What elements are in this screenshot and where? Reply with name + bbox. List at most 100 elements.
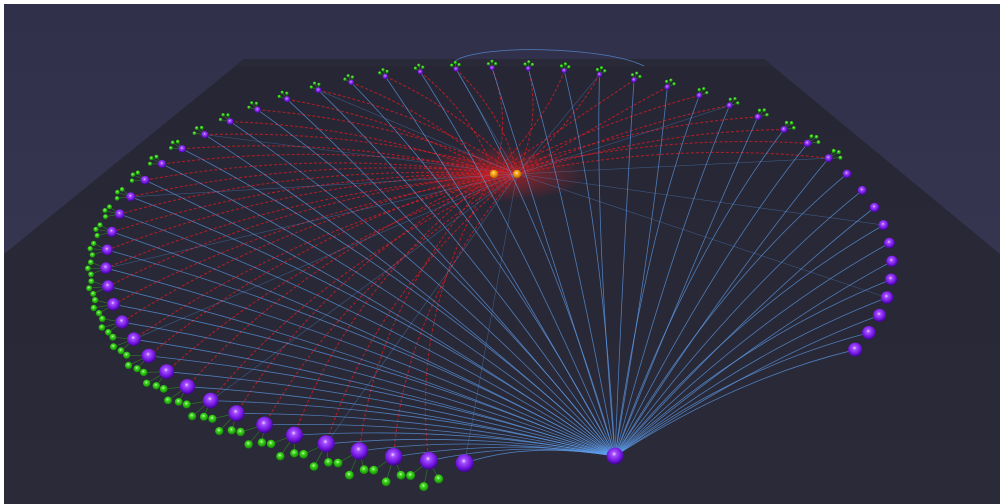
blue-edge	[614, 87, 668, 457]
green-node	[87, 246, 93, 252]
blue-edge	[598, 74, 616, 457]
purple-node	[201, 131, 209, 139]
red-edge	[493, 70, 565, 175]
blue-edge	[187, 386, 616, 457]
green-node	[250, 101, 254, 105]
blue-edge	[105, 173, 518, 269]
blue-edge	[326, 438, 616, 457]
green-node	[194, 126, 199, 130]
green-node	[277, 94, 281, 99]
purple-node	[803, 139, 812, 148]
red-edge	[111, 173, 518, 233]
green-node	[257, 438, 267, 447]
green-node	[765, 113, 769, 117]
blue-edge	[516, 105, 730, 175]
graph-viewport[interactable]	[4, 4, 1000, 504]
blue-edge	[419, 71, 616, 457]
green-node	[814, 135, 819, 139]
green-node	[99, 315, 106, 323]
red-edge	[516, 74, 600, 175]
red-edge	[133, 173, 518, 340]
purple-node	[284, 96, 291, 103]
green-node	[143, 379, 151, 387]
purple-node	[857, 185, 867, 195]
purple-node	[696, 92, 703, 99]
green-node	[130, 172, 136, 177]
green-node	[838, 155, 843, 160]
green-node	[672, 82, 676, 86]
blue-edge	[111, 231, 616, 457]
green-node	[107, 204, 112, 210]
blue-edge	[614, 129, 785, 457]
green-node	[123, 351, 131, 359]
red-edge	[166, 173, 518, 373]
red-edge	[358, 173, 495, 452]
purple-node	[780, 126, 788, 134]
green-node	[175, 139, 180, 144]
purple-node	[382, 73, 388, 80]
green-node	[762, 108, 766, 112]
green-node	[227, 426, 236, 435]
blue-edge	[464, 173, 518, 464]
green-node	[638, 75, 642, 79]
green-node	[312, 81, 317, 85]
red-edge	[204, 133, 518, 175]
blue-edge	[286, 99, 616, 457]
blue-edge	[133, 173, 518, 340]
green-node	[378, 71, 382, 75]
green-node	[169, 146, 173, 150]
green-node	[149, 156, 154, 161]
blue-edge	[453, 49, 645, 67]
green-node	[453, 60, 457, 65]
purple-node	[115, 315, 129, 329]
green-node	[705, 91, 709, 95]
purple-node	[100, 262, 112, 275]
green-node	[266, 439, 276, 449]
purple-node	[106, 226, 118, 238]
red-edge	[210, 173, 518, 401]
green-node	[199, 125, 204, 130]
green-node	[792, 126, 796, 130]
ring-nodes	[100, 65, 898, 473]
blue-edge	[133, 338, 616, 457]
green-node	[669, 78, 673, 82]
purple-node	[455, 454, 474, 473]
green-node	[285, 91, 289, 95]
green-node	[419, 482, 429, 492]
red-edge	[148, 173, 495, 357]
green-node	[457, 63, 461, 67]
blue-edge	[614, 224, 884, 457]
blue-edge	[614, 79, 635, 457]
green-node	[174, 398, 183, 406]
red-edge	[393, 173, 518, 457]
red-edge	[493, 116, 758, 175]
green-node	[406, 471, 416, 480]
blue-edge	[516, 74, 600, 175]
green-node	[697, 88, 701, 92]
green-node	[757, 108, 762, 113]
green-node	[254, 101, 258, 105]
purple-node	[315, 87, 322, 94]
purple-node	[159, 364, 175, 380]
blue-edge	[614, 157, 829, 457]
green-node	[164, 396, 172, 405]
purple-hub-node	[606, 447, 624, 465]
blue-edge	[614, 95, 700, 457]
green-node	[343, 77, 347, 81]
green-node	[98, 324, 106, 331]
green-node	[595, 68, 600, 72]
green-node	[105, 329, 112, 336]
purple-node	[178, 145, 186, 153]
purple-node	[254, 106, 261, 114]
red-edge	[264, 173, 518, 426]
green-node	[309, 85, 313, 89]
blue-edge	[527, 68, 616, 457]
green-node	[88, 278, 95, 285]
green-node	[148, 161, 152, 166]
blue-edge	[563, 70, 616, 457]
green-node	[226, 113, 230, 117]
network-scene[interactable]	[4, 4, 1000, 504]
green-node	[103, 214, 108, 220]
purple-node	[158, 159, 167, 169]
green-node	[345, 470, 354, 480]
